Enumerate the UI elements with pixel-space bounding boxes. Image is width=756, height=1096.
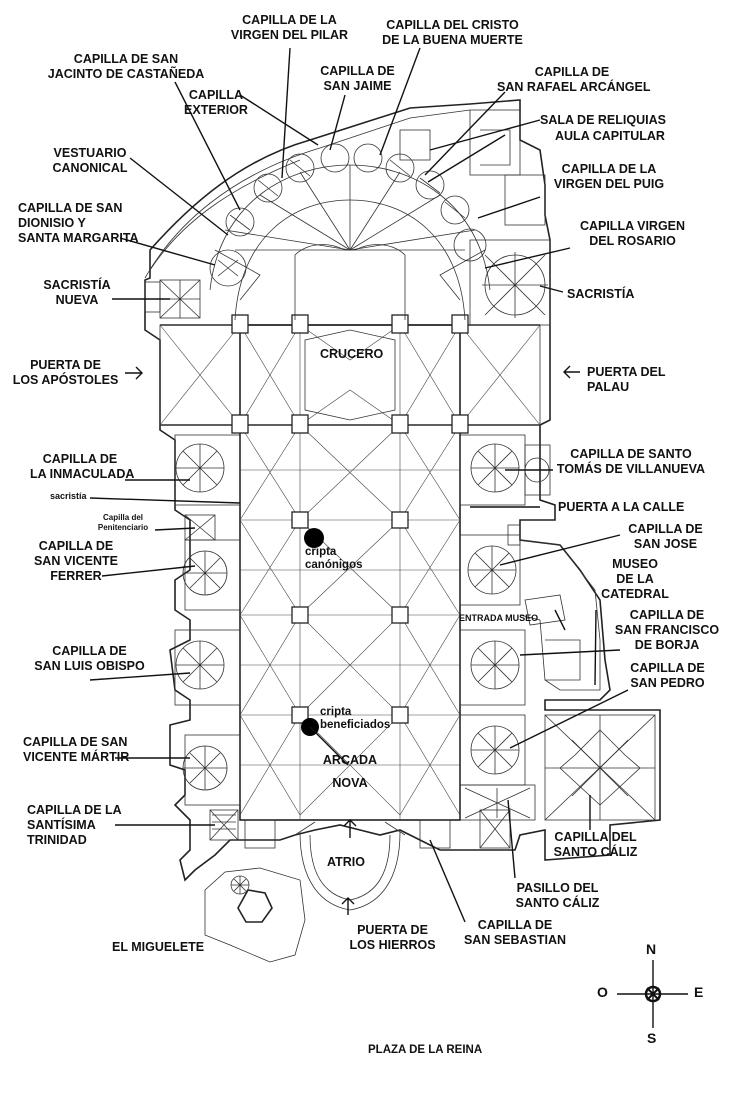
label-miguelete: EL MIGUELETE: [112, 940, 205, 954]
exterior-gallery-wall: [144, 109, 471, 279]
label-entrada-museo: ENTRADA MUSEO: [459, 613, 539, 623]
label-plaza-reina: PLAZA DE LA REINA: [368, 1044, 483, 1056]
label-sacristia-small: sacristía: [50, 491, 87, 501]
label-puerta-calle: PUERTA A LA CALLE: [558, 500, 685, 514]
miguelete-tower: [204, 867, 306, 963]
nave-vaults: [239, 424, 461, 820]
label-sala-reliquias: SALA DE RELIQUIAS: [540, 113, 666, 127]
radiating-chapels: [209, 143, 487, 287]
nave-piers: [231, 314, 469, 724]
cripta-canonigos-marker: [304, 528, 324, 548]
museo-area: [507, 524, 601, 691]
door-arrows: [125, 365, 580, 915]
label-leader-lines: [89, 47, 629, 923]
compass-rose: [617, 960, 688, 1028]
apse-ambulatory: [209, 164, 491, 321]
transept-vaults: [159, 324, 541, 426]
label-aula-capitular: AULA CAPITULAR: [555, 129, 665, 143]
compass-west: O: [597, 984, 608, 1000]
west-side-chapels: [174, 434, 241, 841]
sacristia-room: [469, 239, 551, 326]
label-sacristia: SACRISTÍA: [567, 287, 635, 301]
compass-east: E: [694, 984, 704, 1000]
east-side-chapels: [459, 434, 551, 821]
label-crucero: CRUCERO: [320, 347, 384, 361]
santo-caliz-room: [479, 714, 656, 849]
compass-south: S: [647, 1030, 657, 1046]
label-atrio: ATRIO: [327, 855, 365, 869]
outer-perimeter-wall: [144, 99, 661, 882]
compass-north: N: [646, 941, 657, 957]
